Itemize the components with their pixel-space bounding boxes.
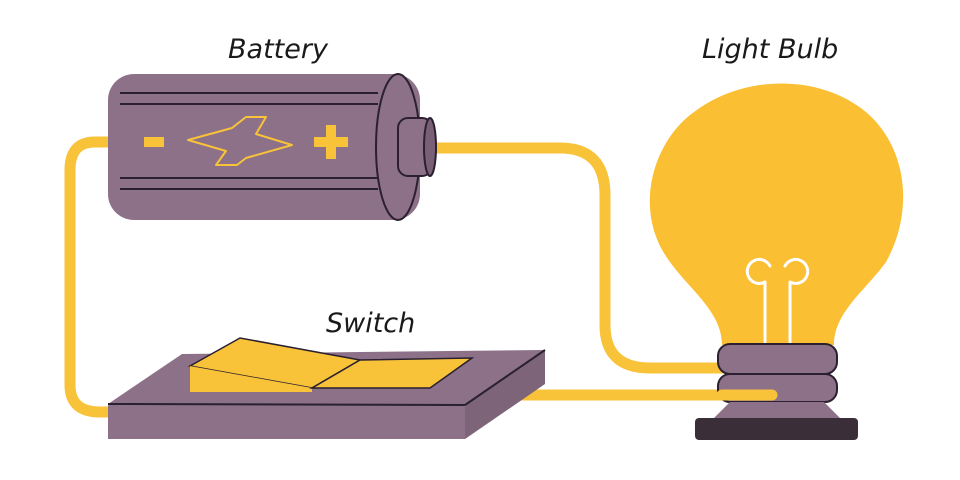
- battery-body: [108, 74, 420, 220]
- bulb-base-foot: [695, 418, 858, 440]
- switch-base-edge-2: [464, 349, 546, 406]
- switch-label: Switch: [326, 308, 416, 339]
- bulb-glass: [649, 83, 904, 345]
- switch-lever-front: [190, 366, 312, 392]
- bulb-base-skirt: [712, 402, 842, 420]
- battery-terminal-face: [423, 117, 437, 177]
- switch-rocker-right: [309, 357, 475, 389]
- filament: [745, 257, 810, 344]
- battery: [108, 73, 437, 221]
- light-bulb-label: Light Bulb: [702, 34, 839, 65]
- switch: [107, 337, 546, 439]
- battery-label: Battery: [228, 34, 328, 65]
- wire-battery-to-switch: [64, 136, 126, 418]
- switch-base-edge: [107, 403, 466, 406]
- wire-battery-to-bulb: [422, 142, 731, 374]
- battery-minus-sign: [144, 137, 164, 147]
- switch-base-front: [108, 404, 465, 439]
- battery-plus-sign: [314, 125, 348, 159]
- lightning-icon: [187, 116, 293, 166]
- light-bulb: [649, 83, 904, 440]
- bulb-base-ring-1: [717, 343, 838, 375]
- switch-base-side: [465, 350, 545, 439]
